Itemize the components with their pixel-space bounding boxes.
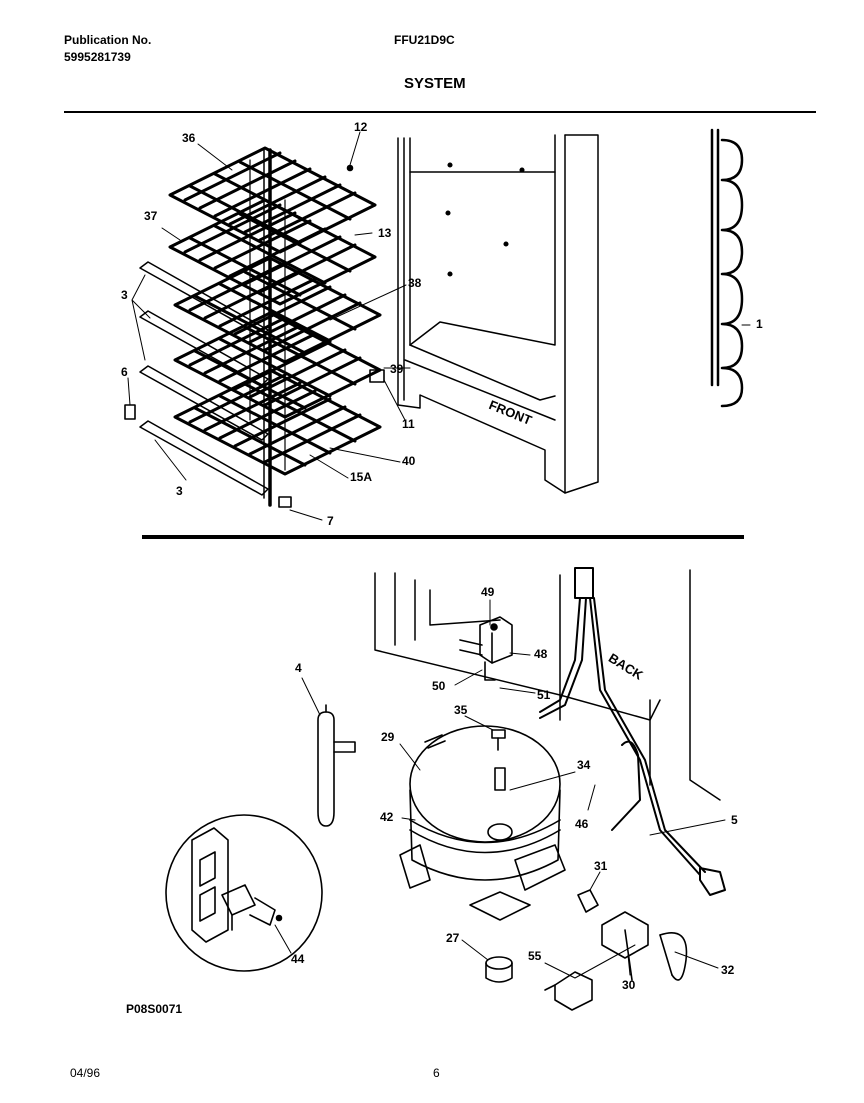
drier xyxy=(317,704,356,827)
callout-3-upper: 3 xyxy=(121,288,128,302)
outlet-inset xyxy=(165,814,323,972)
callout-51: 51 xyxy=(537,688,551,702)
drain-valve xyxy=(459,616,513,681)
page-number: 6 xyxy=(433,1066,440,1080)
callout-29: 29 xyxy=(381,730,395,744)
callout-49: 49 xyxy=(481,585,495,599)
callout-39: 39 xyxy=(390,362,404,376)
wiring-harness xyxy=(539,567,726,896)
callout-1: 1 xyxy=(756,317,763,331)
callout-38: 38 xyxy=(408,276,422,290)
callout-55: 55 xyxy=(528,949,542,963)
callout-13: 13 xyxy=(378,226,392,240)
footer-date: 04/96 xyxy=(70,1066,101,1080)
callout-15a: 15A xyxy=(350,470,373,484)
publication-number: 5995281739 xyxy=(64,50,131,64)
compressor xyxy=(399,725,566,921)
callout-11: 11 xyxy=(402,417,415,431)
callout-42: 42 xyxy=(380,810,394,824)
callout-3-lower: 3 xyxy=(176,484,183,498)
callout-6: 6 xyxy=(121,365,128,379)
callout-34: 34 xyxy=(577,758,591,772)
callout-30: 30 xyxy=(622,978,636,992)
callout-37: 37 xyxy=(144,209,158,223)
callout-12: 12 xyxy=(354,120,368,134)
machine-compartment xyxy=(374,569,721,801)
section-title: SYSTEM xyxy=(404,75,466,92)
callout-5: 5 xyxy=(731,813,738,827)
top-rule xyxy=(64,111,816,113)
callout-46: 46 xyxy=(575,817,589,831)
condenser-coil xyxy=(710,128,744,408)
callout-32: 32 xyxy=(721,963,735,977)
callout-27: 27 xyxy=(446,931,460,945)
relay-overload xyxy=(544,889,688,1011)
cabinet-liner xyxy=(397,134,599,494)
model-number: FFU21D9C xyxy=(394,33,455,47)
publication-label: Publication No. xyxy=(64,33,152,47)
callout-31: 31 xyxy=(594,859,608,873)
callout-7: 7 xyxy=(327,514,334,528)
evaporator-shelves xyxy=(124,146,385,508)
callout-44: 44 xyxy=(291,952,305,966)
callout-40: 40 xyxy=(402,454,416,468)
callout-50: 50 xyxy=(432,679,446,693)
leader-lines xyxy=(127,131,751,979)
grommet-foot xyxy=(485,956,513,983)
callout-48: 48 xyxy=(534,647,548,661)
callout-36: 36 xyxy=(182,131,196,145)
middle-rule xyxy=(142,535,744,539)
callout-4: 4 xyxy=(295,661,302,675)
callout-35: 35 xyxy=(454,703,468,717)
diagram-code: P08S0071 xyxy=(126,1002,183,1016)
